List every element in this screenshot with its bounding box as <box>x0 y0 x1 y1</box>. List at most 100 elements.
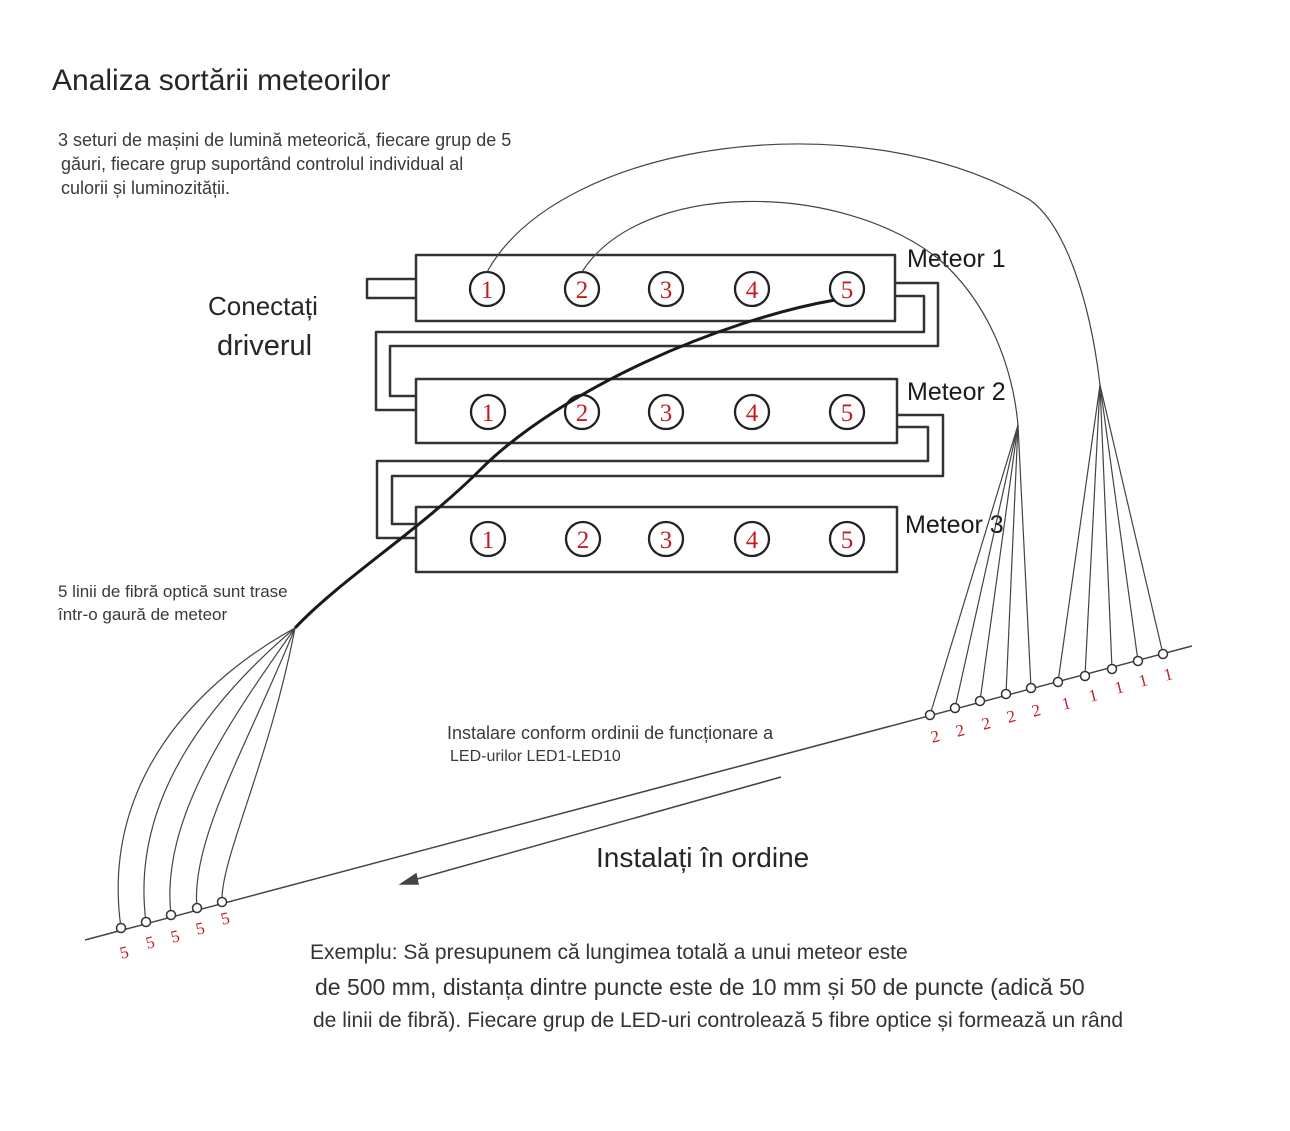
description-text: 3 seturi de mașini de lumină meteorică, … <box>58 128 511 200</box>
end-label: 1 <box>1137 670 1150 690</box>
hole-number: 2 <box>576 400 589 427</box>
description-line: culorii și luminozității. <box>61 178 231 198</box>
point-marker <box>191 902 203 914</box>
point-marker <box>1157 648 1169 660</box>
install-order-note: Instalare conform ordinii de funcționare… <box>447 722 773 768</box>
diagram-line <box>1057 384 1101 683</box>
end-label: 2 <box>980 713 993 733</box>
diagram-line <box>1099 384 1164 655</box>
end-label: 2 <box>954 720 967 740</box>
hole-number: 4 <box>746 400 759 427</box>
point-marker <box>1025 682 1037 694</box>
hole-number: 1 <box>481 277 494 304</box>
end-label: 2 <box>1030 700 1043 720</box>
diagram-line <box>169 627 296 916</box>
example-line: Exemplu: Să presupunem că lungimea total… <box>310 941 908 964</box>
point-marker <box>733 520 771 558</box>
diagram-line <box>143 627 296 923</box>
install-order-note-line: LED-urilor LED1-LED10 <box>450 748 621 765</box>
driver-label-line: Conectați <box>208 291 318 321</box>
meteor-bar-1 <box>414 253 897 323</box>
diagram-line <box>1005 424 1019 695</box>
meteor-1-label: Meteor 1 <box>907 245 1006 273</box>
example-text: Exemplu: Să presupunem că lungimea total… <box>310 936 1123 1038</box>
end-label: 5 <box>144 932 157 952</box>
install-baseline <box>84 645 1193 941</box>
point-marker <box>1000 688 1012 700</box>
point-marker <box>647 520 685 558</box>
install-in-order-label: Instalați în ordine <box>596 842 810 873</box>
point-marker <box>1106 663 1118 675</box>
diagram-line <box>195 627 296 909</box>
fiber-bundle-hole-2 <box>581 200 1019 426</box>
driver-connector <box>365 277 416 300</box>
meteor-2-label: Meteor 2 <box>907 378 1006 406</box>
end-label: 5 <box>169 926 182 946</box>
hole-number: 1 <box>482 400 495 427</box>
diagram-line <box>954 424 1019 709</box>
point-marker <box>974 695 986 707</box>
end-label: 5 <box>219 908 232 928</box>
fiber-bundle-hole-1 <box>486 143 1101 386</box>
point-marker <box>828 520 866 558</box>
point-marker <box>564 520 602 558</box>
example-line: de linii de fibră). Fiecare grup de LED-… <box>313 1009 1124 1032</box>
end-label: 2 <box>1005 706 1018 726</box>
point-marker <box>140 916 152 928</box>
diagram-line <box>1084 384 1101 677</box>
hole-number: 5 <box>841 277 854 304</box>
hole-number: 2 <box>577 527 590 554</box>
hole-number: 1 <box>482 527 495 554</box>
point-marker <box>733 393 771 431</box>
driver-label: Conectați driverul <box>208 286 318 366</box>
point-marker <box>1079 670 1091 682</box>
end-points <box>115 648 1169 934</box>
point-marker <box>733 270 771 308</box>
install-order-note-line: Instalare conform ordinii de funcționare… <box>447 723 774 743</box>
end-label: 2 <box>929 726 942 746</box>
point-marker <box>1132 655 1144 667</box>
diagram-line <box>1099 384 1139 662</box>
point-marker <box>216 896 228 908</box>
diagram-line <box>1099 384 1113 670</box>
hole-number: 3 <box>660 277 673 304</box>
end-label: 1 <box>1162 664 1175 684</box>
fiber-note-line: într-o gaură de meteor <box>58 605 228 624</box>
end-label: 5 <box>194 918 207 938</box>
end-label: 5 <box>118 942 131 962</box>
point-marker <box>828 393 866 431</box>
diagram-line <box>398 872 419 885</box>
point-marker <box>115 922 127 934</box>
diagram-line <box>979 424 1019 702</box>
diagram-line <box>1017 424 1032 689</box>
point-marker <box>924 709 936 721</box>
wire-1-2 <box>374 281 940 412</box>
diagram-line <box>221 627 296 903</box>
example-line: de 500 mm, distanța dintre puncte este d… <box>315 974 1085 1000</box>
diagram-line <box>929 424 1019 716</box>
fiber-note: 5 linii de fibră optică sunt trase într-… <box>58 580 288 626</box>
point-marker <box>1052 676 1064 688</box>
point-marker <box>469 520 507 558</box>
fiber-note-line: 5 linii de fibră optică sunt trase <box>58 582 288 601</box>
point-marker <box>647 270 685 308</box>
hole-number: 3 <box>660 527 673 554</box>
description-line: găuri, fiecare grup suportând controlul … <box>61 154 464 174</box>
install-direction-arrow <box>398 776 782 885</box>
hole-number: 5 <box>841 400 854 427</box>
driver-label-line: driverul <box>217 330 313 362</box>
end-label: 1 <box>1113 677 1126 697</box>
hole-number: 3 <box>660 400 673 427</box>
point-marker <box>828 270 866 308</box>
hole-number: 4 <box>746 527 759 554</box>
end-label: 1 <box>1060 693 1073 713</box>
page-title: Analiza sortării meteorilor <box>52 64 391 97</box>
meteor-bar-3 <box>414 505 899 574</box>
meteor-3-label: Meteor 3 <box>905 511 1004 539</box>
point-marker <box>949 702 961 714</box>
wire-2-3 <box>375 413 945 540</box>
fiber-bundle-hole-5 <box>293 298 836 630</box>
description-line: 3 seturi de mașini de lumină meteorică, … <box>58 130 512 150</box>
point-marker <box>469 393 507 431</box>
